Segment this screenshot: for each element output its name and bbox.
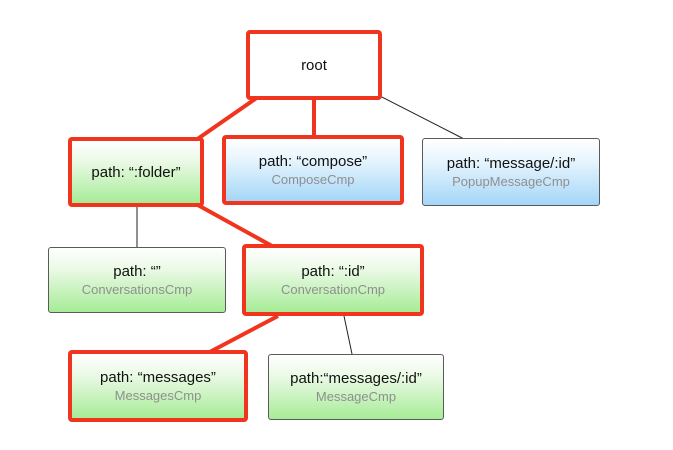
route-node-conversations: path: “” ConversationsCmp — [48, 247, 226, 313]
route-node-compose: path: “compose” ComposeCmp — [222, 135, 404, 205]
edge-folder-conversation — [195, 202, 273, 248]
edge-conversation-message — [343, 315, 353, 355]
route-component-label: MessageCmp — [315, 389, 397, 404]
edge-root-folder — [194, 95, 260, 142]
route-node-message: path:“messages/:id” MessageCmp — [268, 354, 444, 420]
route-path-label: path: “compose” — [258, 153, 368, 170]
route-path-label: path: “messages” — [100, 369, 216, 386]
route-path-label: path: “:id” — [301, 263, 365, 280]
route-component-label: ConversationCmp — [280, 282, 386, 297]
route-component-label: PopupMessageCmp — [452, 174, 570, 189]
route-path-label: path: “message/:id” — [446, 155, 576, 172]
route-node-folder: path: “:folder” — [68, 137, 204, 207]
route-path-label: path:“messages/:id” — [290, 370, 422, 387]
route-node-root: root — [246, 30, 382, 100]
route-component-label: ConversationsCmp — [81, 282, 193, 297]
edge-root-message-popup — [377, 94, 467, 141]
route-node-messages: path: “messages” MessagesCmp — [68, 350, 248, 422]
route-node-message-popup: path: “message/:id” PopupMessageCmp — [422, 138, 600, 206]
route-path-label: root — [301, 56, 327, 74]
route-path-label: path: “” — [113, 263, 161, 280]
route-component-label: MessagesCmp — [114, 388, 202, 403]
route-component-label: ComposeCmp — [271, 172, 355, 187]
edge-conversation-messages — [205, 314, 279, 356]
route-path-label: path: “:folder” — [91, 163, 181, 181]
route-node-conversation: path: “:id” ConversationCmp — [242, 244, 424, 316]
